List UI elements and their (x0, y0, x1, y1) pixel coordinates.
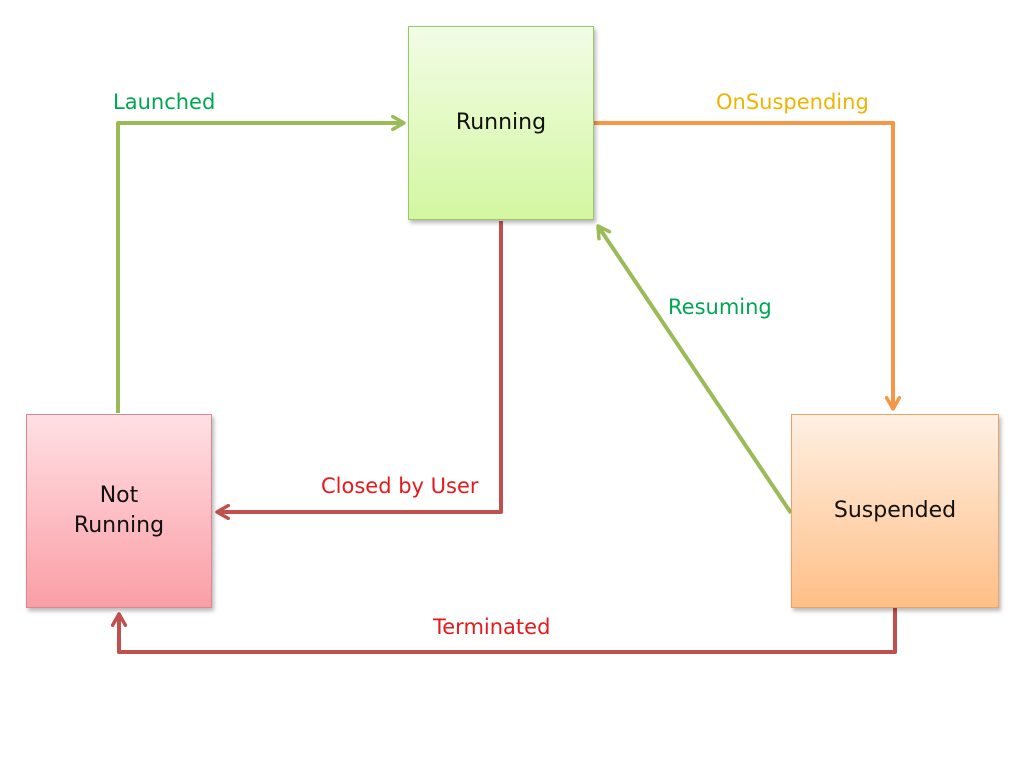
state-not-running-label-line-2: Running (73, 513, 165, 538)
state-suspended: Suspended (791, 414, 999, 608)
launched-arrow (116, 123, 404, 413)
resuming-label: Resuming (668, 295, 772, 319)
state-not-running: Not Running (26, 414, 212, 608)
closed-by-user-arrow (217, 221, 503, 512)
on-suspending-label: OnSuspending (716, 90, 869, 114)
on-suspending-arrow (594, 121, 893, 409)
closed-by-user-label: Closed by User (321, 474, 479, 498)
state-running: Running (408, 26, 594, 220)
terminated-arrow (119, 608, 897, 654)
resuming-arrow (598, 226, 793, 515)
state-suspended-label: Suspended (833, 498, 957, 523)
state-not-running-label-line-1: Not (99, 483, 139, 508)
state-running-label: Running (455, 110, 547, 135)
terminated-label: Terminated (433, 615, 551, 639)
launched-label: Launched (113, 90, 216, 114)
